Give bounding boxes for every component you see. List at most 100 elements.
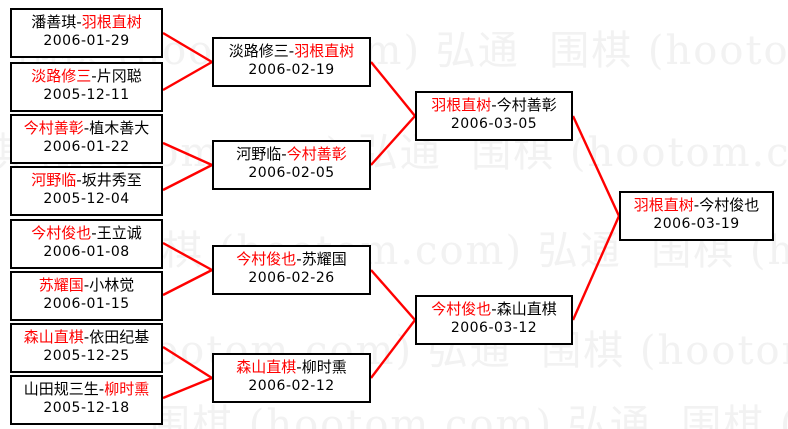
match-players: 今村善彰-植木善大 <box>12 119 161 138</box>
match-players: 河野临-坂井秀至 <box>12 171 161 190</box>
match-box[interactable]: 今村俊也-王立诚 2006-01-08 <box>10 219 163 269</box>
player-left: 淡路修三 <box>228 42 289 60</box>
match-box[interactable]: 森山直棋-柳时熏 2006-02-12 <box>212 353 371 403</box>
connector-line <box>162 345 213 380</box>
connector-line <box>162 241 213 272</box>
player-separator: - <box>491 96 497 114</box>
match-date: 2006-01-08 <box>43 244 130 260</box>
match-date: 2006-02-12 <box>248 378 335 394</box>
match-box[interactable]: 森山直棋-依田纪基 2005-12-25 <box>10 323 163 373</box>
player-separator: - <box>491 300 497 318</box>
match-players: 今村俊也-王立诚 <box>12 224 161 243</box>
connector-line <box>162 268 213 297</box>
player-separator: - <box>83 276 90 294</box>
connector-line <box>571 115 621 217</box>
match-date: 2006-03-19 <box>653 216 740 232</box>
player-left: 淡路修三 <box>31 67 92 85</box>
match-players: 羽根直树-今村善彰 <box>417 96 571 115</box>
connector-line <box>162 141 213 167</box>
player-separator: - <box>296 250 302 268</box>
player-right: 小林觉 <box>89 276 135 294</box>
player-right: 羽根直树 <box>81 13 142 31</box>
match-date: 2006-01-15 <box>43 296 130 312</box>
connector-line <box>370 115 416 166</box>
match-date: 2005-12-11 <box>43 87 130 103</box>
player-right: 柳时熏 <box>104 380 150 398</box>
player-separator: - <box>296 358 302 376</box>
match-date: 2005-12-04 <box>43 191 130 207</box>
match-box[interactable]: 苏耀国-小林觉 2006-01-15 <box>10 271 163 321</box>
match-players: 潘善琪-羽根直树 <box>12 13 161 32</box>
match-box[interactable]: 淡路修三-片冈聪 2005-12-11 <box>10 62 163 112</box>
match-box[interactable]: 山田规三生-柳时熏 2005-12-18 <box>10 375 163 425</box>
match-box[interactable]: 潘善琪-羽根直树 2006-01-29 <box>10 8 163 58</box>
match-players: 森山直棋-依田纪基 <box>12 328 161 347</box>
match-date: 2006-01-29 <box>43 33 130 49</box>
player-left: 今村俊也 <box>236 250 297 268</box>
player-left: 森山直棋 <box>23 328 84 346</box>
player-separator: - <box>98 380 105 398</box>
match-box[interactable]: 河野临-今村善彰 2006-02-05 <box>212 140 371 190</box>
match-players: 今村俊也-森山直棋 <box>417 300 571 319</box>
match-date: 2006-03-05 <box>450 116 538 132</box>
match-box[interactable]: 淡路修三-羽根直树 2006-02-19 <box>212 37 371 87</box>
match-date: 2006-03-12 <box>450 320 538 336</box>
match-players: 淡路修三-片冈聪 <box>12 67 161 86</box>
player-left: 森山直棋 <box>236 358 297 376</box>
match-players: 今村俊也-苏耀国 <box>214 250 369 269</box>
player-right: 片冈聪 <box>96 67 142 85</box>
player-separator: - <box>76 171 82 189</box>
connector-line <box>571 215 621 321</box>
player-right: 今村善彰 <box>496 96 557 114</box>
match-box[interactable]: 今村俊也-森山直棋 2006-03-12 <box>415 295 573 345</box>
match-box-final[interactable]: 羽根直树-今村俊也 2006-03-19 <box>619 191 774 241</box>
connector-line <box>370 61 416 117</box>
player-left: 羽根直树 <box>633 196 694 214</box>
player-right: 森山直棋 <box>496 300 557 318</box>
match-players: 河野临-今村善彰 <box>214 145 369 164</box>
connector-line <box>370 269 416 321</box>
match-box[interactable]: 羽根直树-今村善彰 2006-03-05 <box>415 91 573 141</box>
match-date: 2005-12-25 <box>43 348 130 364</box>
connector-line <box>162 376 213 400</box>
match-date: 2006-01-22 <box>43 139 130 155</box>
player-right: 坂井秀至 <box>81 171 142 189</box>
connector-line <box>162 163 213 192</box>
player-separator: - <box>91 224 97 242</box>
player-left: 今村善彰 <box>23 119 84 137</box>
player-separator: - <box>83 119 90 137</box>
connector-line <box>162 60 213 92</box>
player-left: 河野临 <box>31 171 77 189</box>
player-right: 王立诚 <box>96 224 142 242</box>
match-box[interactable]: 今村善彰-植木善大 2006-01-22 <box>10 114 163 164</box>
match-date: 2006-02-05 <box>248 165 335 181</box>
player-right: 柳时熏 <box>301 358 347 376</box>
player-left: 河野临 <box>236 145 282 163</box>
match-players: 羽根直树-今村俊也 <box>621 196 772 215</box>
player-left: 羽根直树 <box>431 96 492 114</box>
player-left: 山田规三生 <box>23 380 99 398</box>
player-separator: - <box>693 196 700 214</box>
player-left: 潘善琪 <box>31 13 77 31</box>
player-separator: - <box>288 42 295 60</box>
match-box[interactable]: 河野临-坂井秀至 2005-12-04 <box>10 166 163 216</box>
connector-line <box>162 31 213 64</box>
player-right: 依田纪基 <box>89 328 150 346</box>
player-right: 羽根直树 <box>294 42 355 60</box>
match-date: 2006-02-19 <box>248 62 335 78</box>
player-separator: - <box>83 328 90 346</box>
player-separator: - <box>91 67 97 85</box>
player-left: 苏耀国 <box>38 276 84 294</box>
match-box[interactable]: 今村俊也-苏耀国 2006-02-26 <box>212 245 371 295</box>
player-separator: - <box>76 13 82 31</box>
match-players: 山田规三生-柳时熏 <box>12 380 161 399</box>
match-players: 森山直棋-柳时熏 <box>214 358 369 377</box>
player-left: 今村俊也 <box>31 224 92 242</box>
match-players: 苏耀国-小林觉 <box>12 276 161 295</box>
player-right: 植木善大 <box>89 119 150 137</box>
player-left: 今村俊也 <box>431 300 492 318</box>
match-date: 2006-02-26 <box>248 270 335 286</box>
player-separator: - <box>281 145 287 163</box>
